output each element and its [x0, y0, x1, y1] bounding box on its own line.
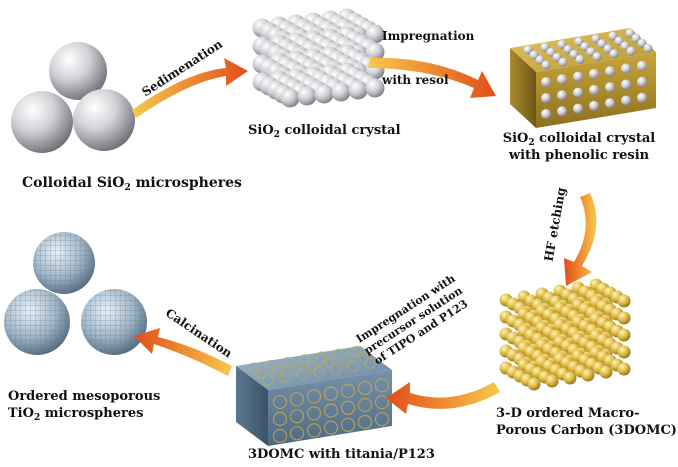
crystal-lattice-icon — [252, 8, 385, 108]
impregnation-label: Impregnation — [382, 29, 475, 43]
arrow-sedimentation — [132, 58, 248, 118]
with-resol-label: with resol — [382, 73, 449, 87]
arrow-calcination — [134, 328, 232, 376]
titania-block-icon — [236, 345, 392, 446]
colloidal-sio2-label: Colloidal SiO2 microspheres — [22, 175, 242, 193]
arrow-impregnation — [368, 57, 496, 98]
colloidal-crystal-label: SiO2 colloidal crystal — [248, 123, 401, 140]
arrow-impregnation-precursor — [386, 382, 500, 414]
resin-block-icon — [510, 28, 656, 128]
crystal-resin-label: SiO2 colloidal crystal with phenolic res… — [502, 131, 656, 163]
tio2-label: Ordered mesoporous TiO2 microspheres — [8, 389, 161, 423]
arrow-hf-etching — [564, 193, 597, 286]
meso-sphere-icon — [4, 232, 147, 355]
dmc-label: 3-D ordered Macro- Porous Carbon (3DOMC) — [496, 406, 677, 438]
carbon-framework-icon — [499, 278, 631, 391]
sphere-icon — [11, 42, 135, 153]
dmc-titania-label: 3DOMC with titania/P123 — [248, 447, 435, 462]
